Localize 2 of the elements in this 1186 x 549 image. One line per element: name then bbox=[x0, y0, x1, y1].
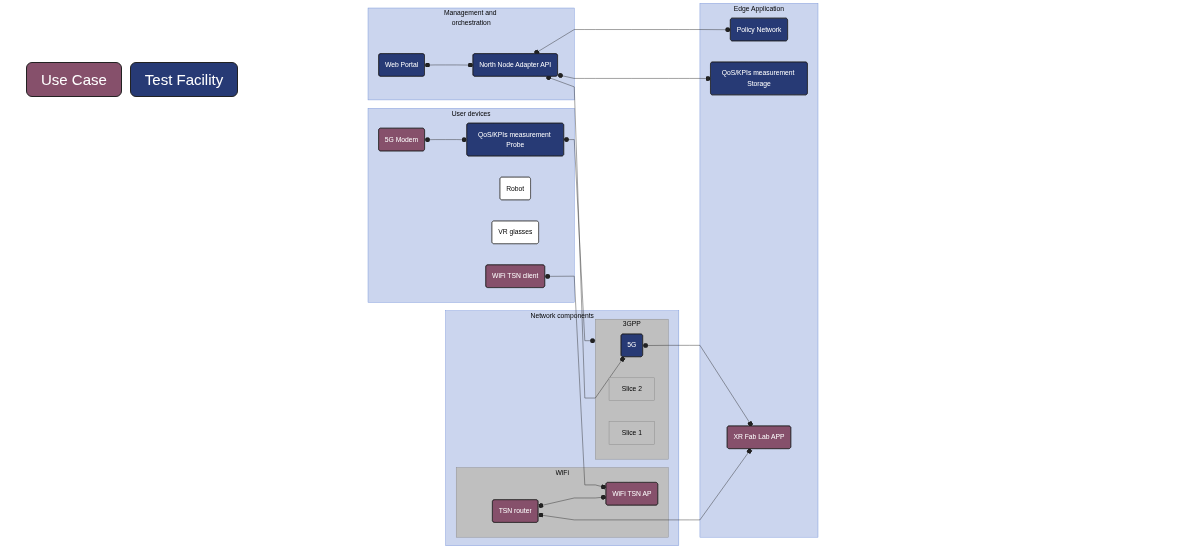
legend-swatch: Use Case bbox=[26, 62, 122, 97]
legend-swatch: Test Facility bbox=[129, 62, 239, 97]
